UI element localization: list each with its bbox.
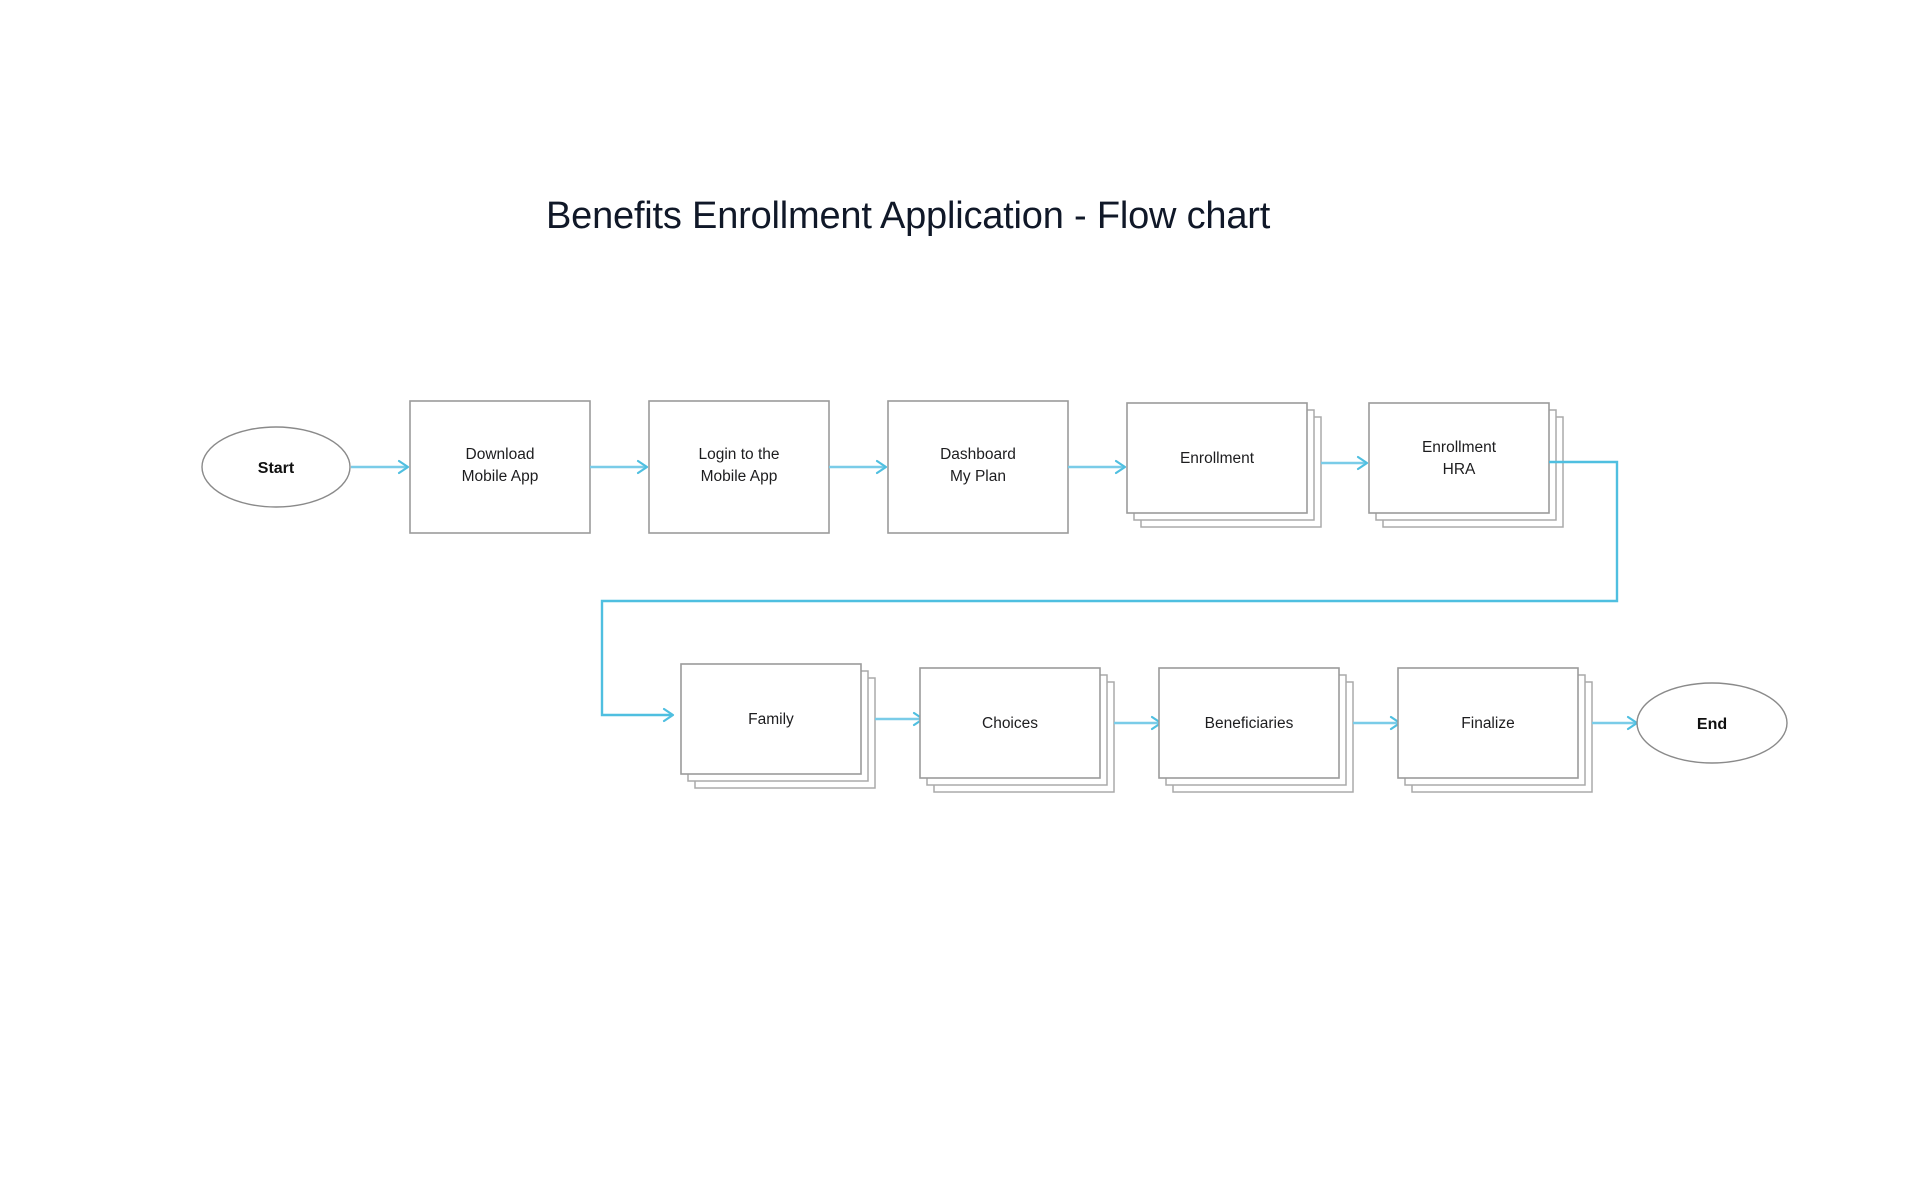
- node-finalize[interactable]: Finalize: [1397, 667, 1593, 793]
- node-download-mobile-app[interactable]: Download Mobile App: [409, 400, 591, 534]
- node-choices[interactable]: Choices: [919, 667, 1115, 793]
- node-finalize-label: Finalize: [1461, 715, 1514, 732]
- enrollment-box-shape: [1126, 402, 1308, 514]
- node-family-label: Family: [748, 711, 794, 728]
- start-ellipse-shape: [201, 426, 351, 508]
- end-ellipse-shape: [1636, 682, 1788, 764]
- edge-download-to-login: [590, 459, 649, 475]
- edge-choices-to-beneficiaries: [1114, 715, 1163, 731]
- node-dashboard-my-plan[interactable]: Dashboard My Plan: [887, 400, 1069, 534]
- node-enrollment[interactable]: Enrollment: [1126, 402, 1322, 528]
- enrollment-hra-box-shape: [1368, 402, 1550, 514]
- node-end-label: End: [1697, 716, 1727, 733]
- edge-login-to-dashboard: [829, 459, 888, 475]
- node-enrollment-hra-label-line1: Enrollment: [1422, 439, 1497, 456]
- node-family[interactable]: Family: [680, 663, 876, 789]
- node-beneficiaries-label: Beneficiaries: [1205, 715, 1294, 732]
- beneficiaries-box-shape: [1158, 667, 1340, 779]
- family-box-shape: [680, 663, 862, 775]
- edge-start-to-download: [351, 459, 410, 475]
- node-login-label-line2: Mobile App: [701, 468, 778, 485]
- node-start-label: Start: [258, 460, 295, 477]
- node-end[interactable]: End: [1636, 682, 1788, 764]
- download-box-shape: [409, 400, 591, 534]
- edge-family-to-choices: [875, 711, 925, 727]
- dashboard-box-shape: [887, 400, 1069, 534]
- node-dashboard-label-line1: Dashboard: [940, 446, 1016, 463]
- page-title: Benefits Enrollment Application - Flow c…: [546, 195, 1271, 237]
- choices-box-shape: [919, 667, 1101, 779]
- node-enrollment-hra[interactable]: Enrollment HRA: [1368, 402, 1564, 528]
- finalize-box-shape: [1397, 667, 1579, 779]
- node-dashboard-label-line2: My Plan: [950, 468, 1006, 485]
- edge-dashboard-to-enrollment: [1068, 459, 1127, 475]
- edge-enrollment-hra-to-family: [600, 460, 1619, 723]
- edge-enrollment-to-enrollment-hra: [1321, 455, 1369, 471]
- node-beneficiaries[interactable]: Beneficiaries: [1158, 667, 1354, 793]
- node-enrollment-label: Enrollment: [1180, 450, 1255, 467]
- node-start[interactable]: Start: [201, 426, 351, 508]
- node-download-label-line2: Mobile App: [462, 468, 539, 485]
- edge-finalize-to-end: [1592, 715, 1639, 731]
- node-enrollment-hra-label-line2: HRA: [1443, 461, 1476, 478]
- node-login-mobile-app[interactable]: Login to the Mobile App: [648, 400, 830, 534]
- login-box-shape: [648, 400, 830, 534]
- node-login-label-line1: Login to the: [698, 446, 779, 463]
- node-choices-label: Choices: [982, 715, 1038, 732]
- edge-beneficiaries-to-finalize: [1353, 715, 1402, 731]
- node-download-label-line1: Download: [466, 446, 535, 463]
